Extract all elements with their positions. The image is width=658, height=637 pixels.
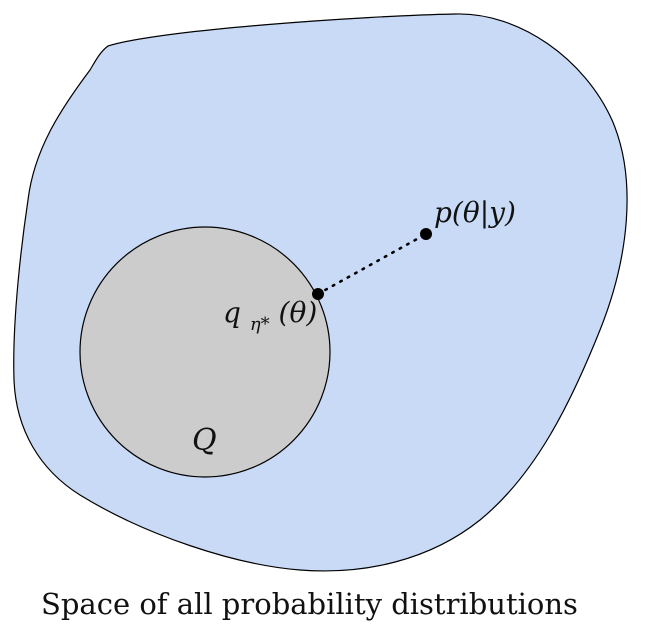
approximation-label-main: q [223, 296, 241, 329]
family-label: Q [192, 423, 217, 458]
approximation-label-subscript: η* [250, 314, 270, 335]
variational-family-circle [79, 226, 331, 478]
approximation-label-argument: (θ) [279, 296, 318, 329]
approximation-point [312, 288, 324, 300]
approximation-label: q η* (θ) [223, 296, 317, 337]
diagram-caption: Space of all probability distributions [41, 587, 578, 621]
divergence-dotted-line [316, 232, 428, 296]
posterior-point [420, 228, 432, 240]
posterior-label: p(θ|y) [434, 196, 516, 229]
